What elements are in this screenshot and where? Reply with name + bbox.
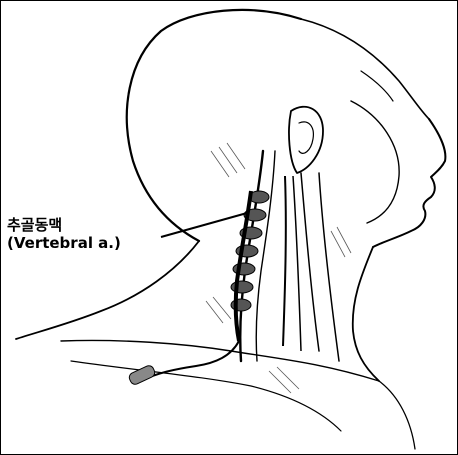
shoulder-lower — [71, 361, 341, 431]
jaw-muscle — [351, 101, 399, 223]
clavicle-area — [61, 340, 379, 381]
chest-line — [379, 381, 415, 449]
subclavian-vessel — [141, 341, 239, 381]
ear — [289, 107, 323, 173]
skull-back — [301, 19, 429, 119]
scm-muscle — [301, 173, 339, 361]
neck-front — [353, 247, 379, 381]
label-korean: 추골동맥 — [7, 216, 121, 234]
shoulder-back — [16, 241, 199, 339]
cut-vessel — [128, 364, 157, 386]
cheek-contour — [361, 71, 393, 101]
head-outline — [127, 10, 301, 241]
label-english: (Vertebral a.) — [7, 234, 121, 252]
jugular-vessel — [293, 176, 301, 351]
carotid-vessel — [283, 176, 286, 346]
ear-inner — [299, 122, 313, 153]
shading-hatch — [206, 143, 351, 393]
vertebral-artery-label: 추골동맥 (Vertebral a.) — [7, 216, 121, 252]
face-profile — [373, 119, 445, 247]
